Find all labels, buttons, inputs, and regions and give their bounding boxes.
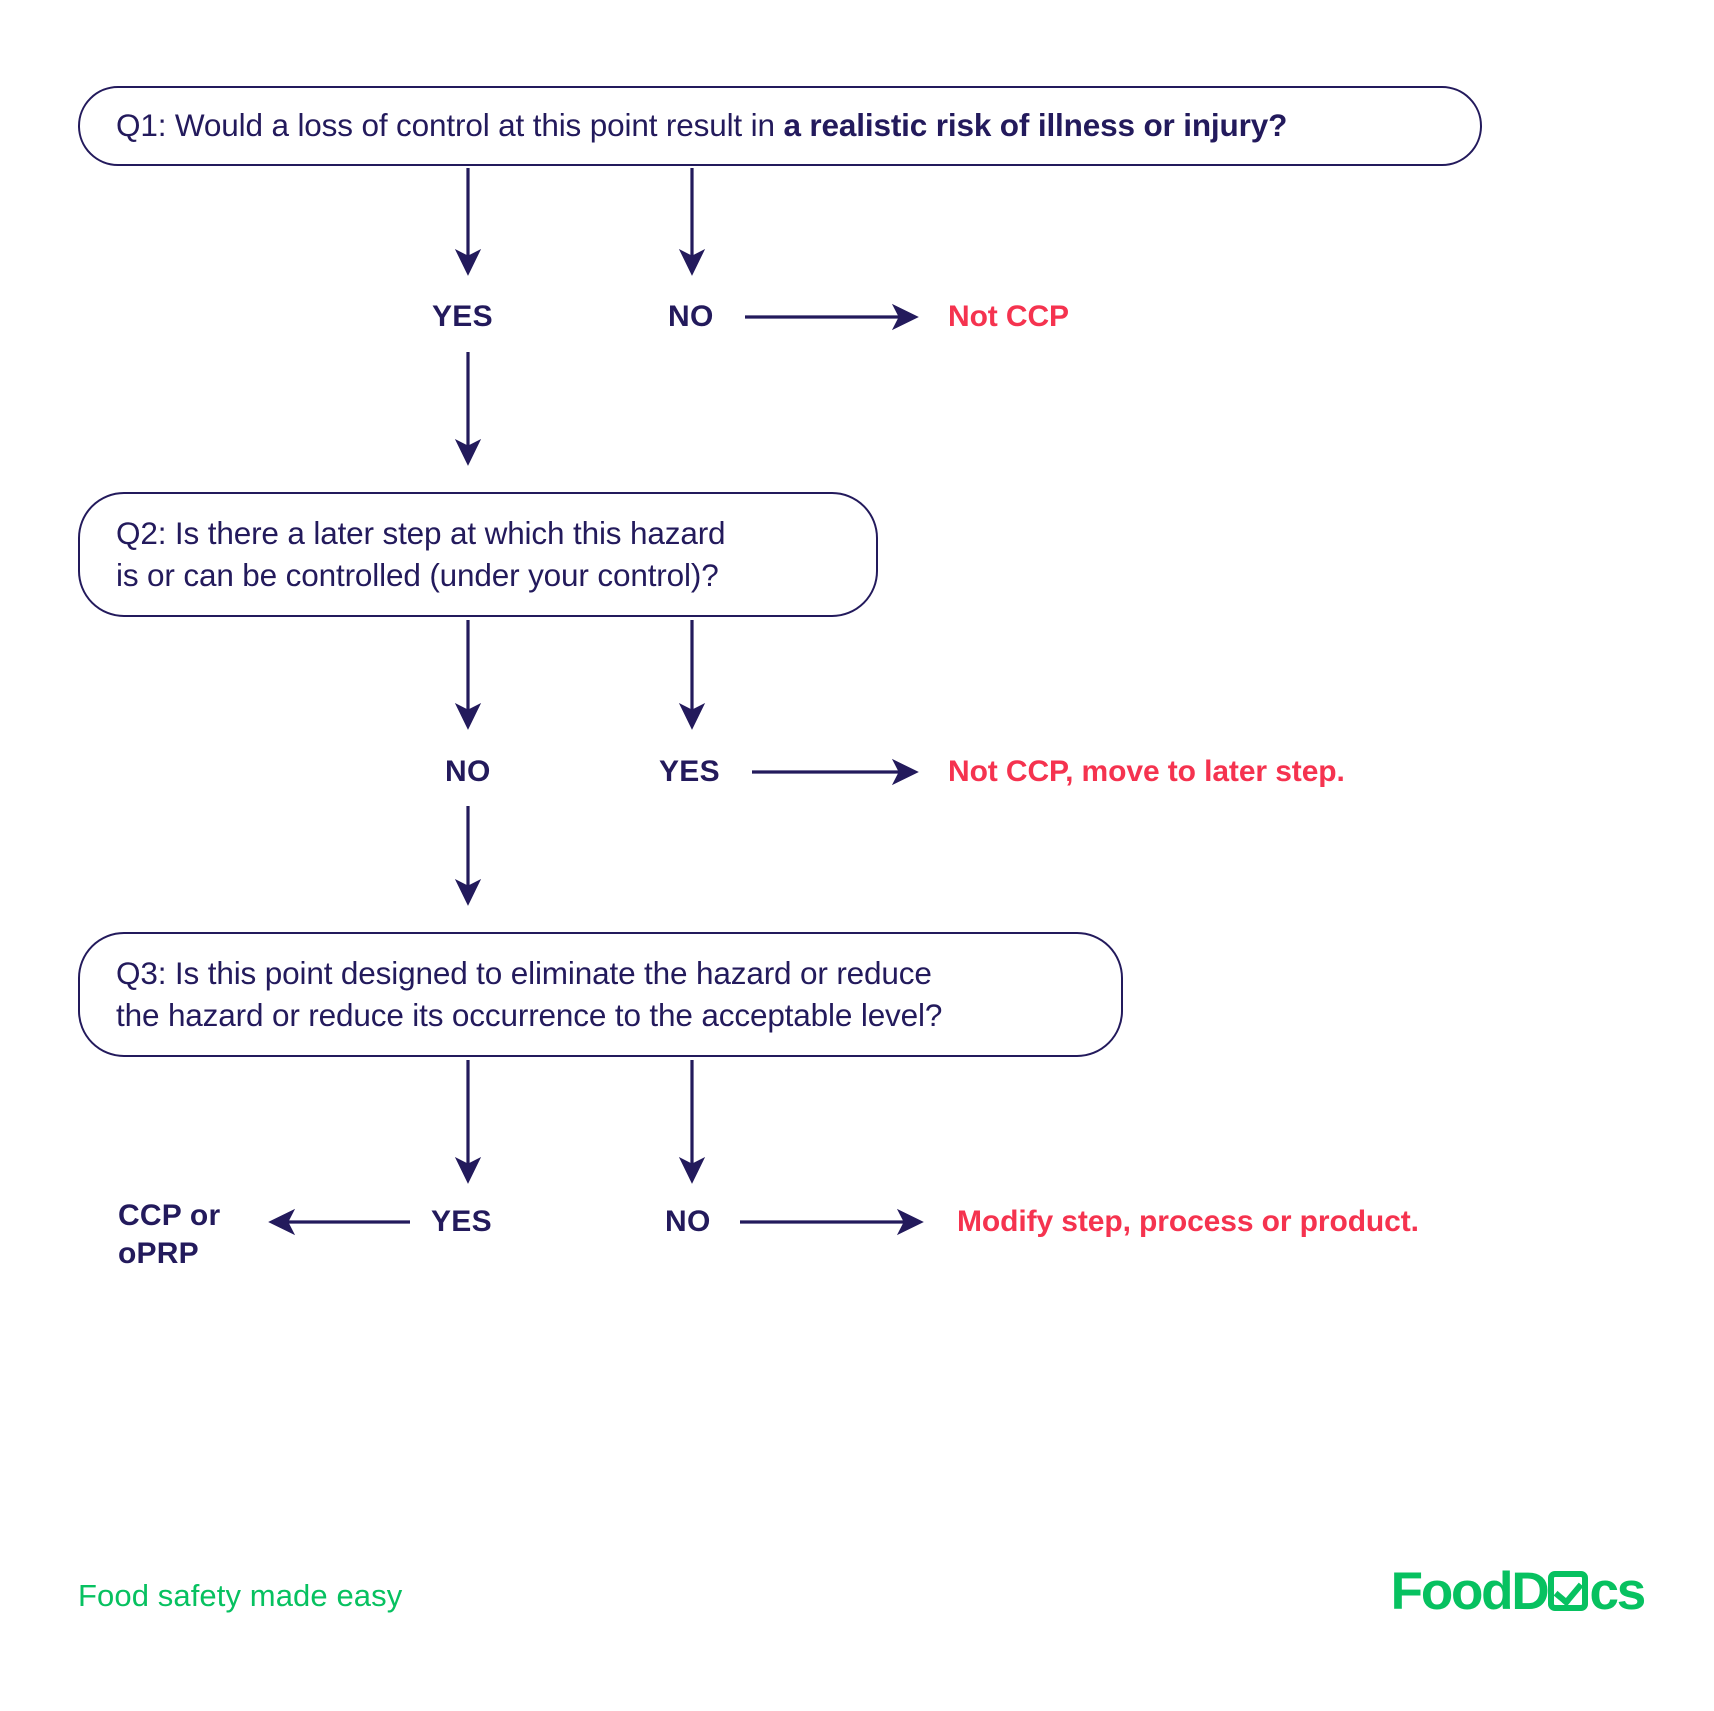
terminal-ccp-oprp: CCP or oPRP — [118, 1197, 220, 1274]
question-box-q1: Q1: Would a loss of control at this poin… — [78, 86, 1482, 166]
q3-line-2: the hazard or reduce its occurrence to t… — [116, 996, 943, 1033]
branch-label-q1-yes: YES — [432, 300, 493, 333]
terminal-line-1: CCP or — [118, 1199, 221, 1232]
fooddocs-logo: FoodD cs — [1390, 1561, 1647, 1621]
q1-text-plain: Q1: Would a loss of control at this poin… — [116, 107, 784, 144]
question-box-q3: Q3: Is this point designed to eliminate … — [78, 932, 1123, 1057]
branch-label-q3-yes: YES — [431, 1205, 492, 1238]
branch-label-q2-yes: YES — [659, 755, 720, 788]
outcome-q3-no: Modify step, process or product. — [957, 1205, 1419, 1238]
logo-text-part1: FoodD — [1390, 1561, 1550, 1621]
q1-text-bold: a realistic risk of illness or injury? — [783, 107, 1288, 144]
q2-line-2: is or can be controlled (under your cont… — [116, 556, 719, 593]
logo-text-part2: cs — [1589, 1561, 1646, 1621]
question-box-q2: Q2: Is there a later step at which this … — [78, 492, 878, 617]
q2-line-1: Q2: Is there a later step at which this … — [116, 514, 726, 551]
branch-label-q2-no: NO — [445, 755, 491, 788]
question-text-q1: Q1: Would a loss of control at this poin… — [116, 105, 1287, 147]
branch-label-q1-no: NO — [668, 300, 714, 333]
branch-label-q3-no: NO — [665, 1205, 711, 1238]
outcome-q1-no: Not CCP — [948, 300, 1069, 333]
footer-tagline: Food safety made easy — [78, 1578, 403, 1613]
question-text-q2: Q2: Is there a later step at which this … — [116, 513, 726, 597]
logo-wordmark: FoodD cs — [1390, 1561, 1647, 1621]
terminal-line-2: oPRP — [118, 1237, 199, 1271]
outcome-q2-yes: Not CCP, move to later step. — [948, 755, 1345, 788]
q3-line-1: Q3: Is this point designed to eliminate … — [116, 954, 932, 991]
checkbox-check-icon — [1548, 1571, 1589, 1611]
question-text-q3: Q3: Is this point designed to eliminate … — [116, 953, 942, 1037]
